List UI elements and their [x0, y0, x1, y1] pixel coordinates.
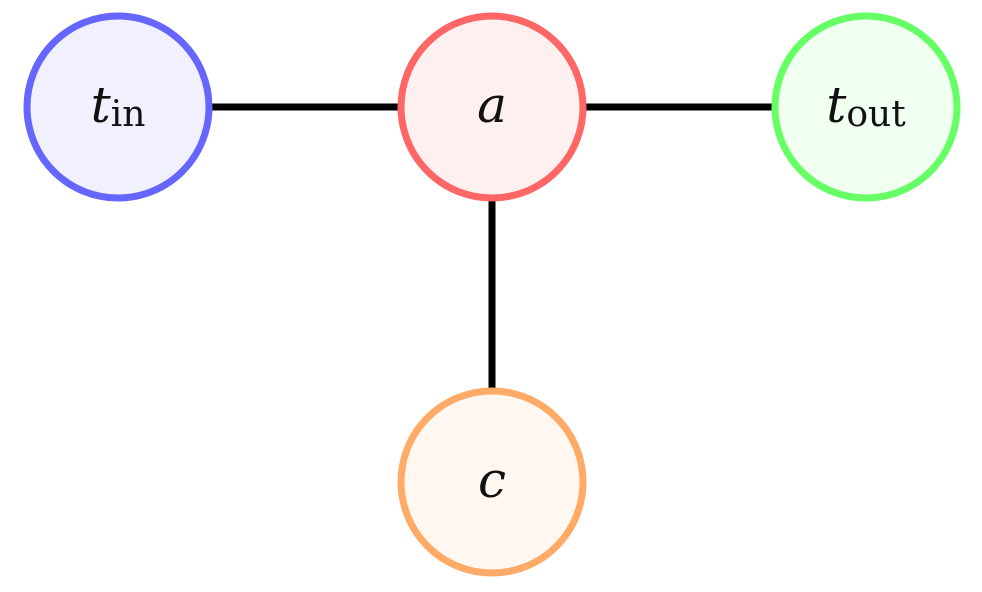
node-t-out: tout — [771, 12, 961, 202]
node-c-circle — [397, 387, 587, 577]
node-t-out-label: tout — [826, 76, 906, 135]
node-t-in: tin — [23, 12, 213, 202]
node-c-label: c — [478, 451, 506, 509]
node-a-circle — [397, 12, 587, 202]
node-t-in-label: tin — [91, 76, 146, 135]
node-a-label: a — [477, 76, 507, 134]
node-t-out-circle — [771, 12, 961, 202]
node-t-in-circle — [23, 12, 213, 202]
edges — [211, 103, 774, 389]
node-c: c — [397, 387, 587, 577]
node-a: a — [397, 12, 587, 202]
